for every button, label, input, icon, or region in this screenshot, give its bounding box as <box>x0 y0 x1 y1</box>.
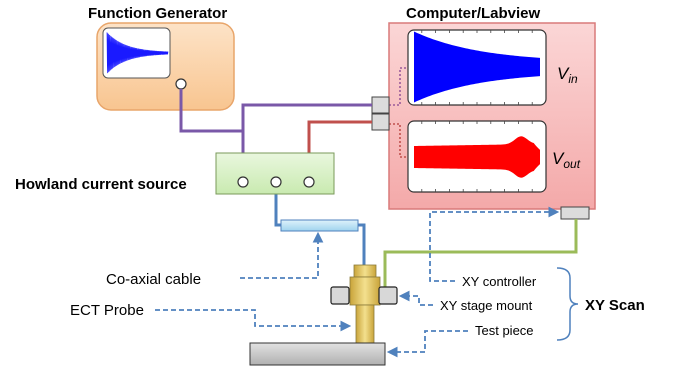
vin-waveform <box>414 31 540 103</box>
purple-wire-to-daq <box>241 103 372 131</box>
howland-port-3 <box>303 176 315 188</box>
vout-label: Vout <box>552 149 581 171</box>
xy-controller-label: XY controller <box>462 274 537 289</box>
howland-port-1 <box>237 176 249 188</box>
function-generator-label: Function Generator <box>88 5 227 22</box>
function-generator-waveform <box>106 32 169 74</box>
probe-top-cap <box>353 264 377 278</box>
function-generator-output-port <box>175 78 187 90</box>
coaxial-cable <box>280 219 359 232</box>
probe-shaft <box>355 304 375 344</box>
howland-current-source-box <box>215 152 335 195</box>
daq-input-port <box>371 96 390 114</box>
green-wire <box>383 219 578 290</box>
daq-output-port <box>371 113 390 131</box>
coaxial-cable-label: Co-axial cable <box>106 271 201 288</box>
vin-plot-ticks <box>421 30 533 105</box>
stage-mount-right <box>378 286 398 305</box>
stage-mount-left <box>330 286 350 305</box>
howland-current-source-label: Howland current source <box>15 176 187 193</box>
test-piece <box>249 342 386 366</box>
computer-labview-label: Computer/Labview <box>406 5 541 22</box>
vin-dotted-lead <box>389 67 408 106</box>
xy-controller-arrow <box>429 206 560 282</box>
coaxial-cable-arrow <box>240 231 324 279</box>
ect-probe-arrow <box>155 309 352 332</box>
howland-port-2 <box>270 176 282 188</box>
vout-plot-ticks <box>421 121 533 192</box>
test-piece-arrow <box>386 330 468 358</box>
vin-label: Vin <box>557 64 578 86</box>
xy-scan-label: XY Scan <box>585 297 645 314</box>
ect-probe-label: ECT Probe <box>70 302 144 319</box>
xy-controller-port <box>560 206 590 220</box>
probe-body <box>349 276 381 306</box>
vout-waveform <box>414 136 540 178</box>
vout-dotted-lead <box>389 123 408 158</box>
test-piece-label: Test piece <box>475 323 534 338</box>
xy-scan-brace <box>556 267 579 341</box>
xy-stage-mount-label: XY stage mount <box>440 298 533 313</box>
blue-wire-to-probe <box>357 223 366 265</box>
xy-stage-mount-arrow <box>398 290 433 306</box>
